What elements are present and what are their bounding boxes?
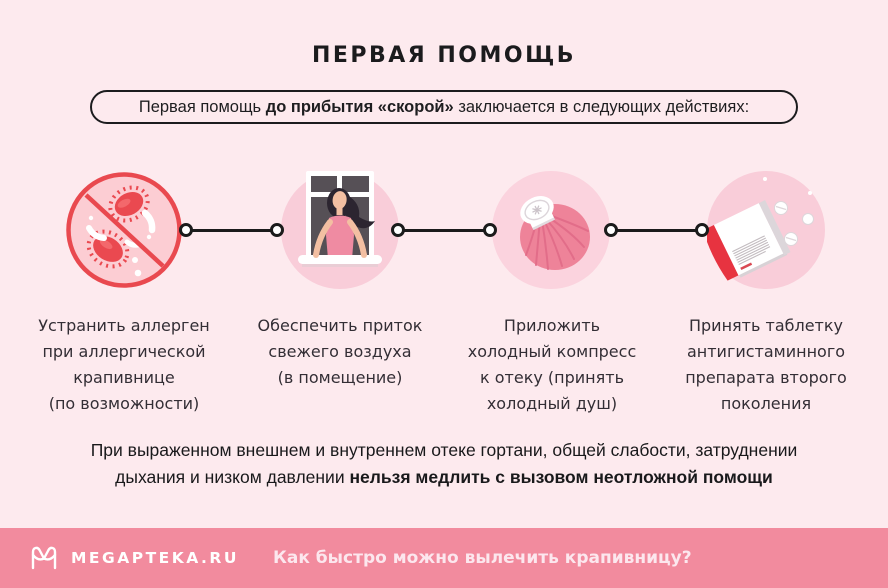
intro-text-after: заключается в следующих действиях: [453,97,750,116]
connector-dot [483,223,497,237]
caption-line: при аллергической [42,342,206,361]
intro-text-bold: до прибытия «скорой» [265,97,454,116]
connector-dot [604,223,618,237]
antihistamine-pills-icon [707,171,825,289]
caption-line: свежего воздуха [268,342,412,361]
page-title: ПЕРВАЯ ПОМОЩЬ [311,43,577,68]
connector-dot [179,223,193,237]
connector-dot [695,223,709,237]
caption-line: к отеку (принять [479,368,624,387]
step-caption-2: Обеспечить приток свежего воздуха (в пом… [226,313,454,391]
warning-line-2: дыхания и низком давлении [115,467,350,487]
footer-question: Как быстро можно вылечить крапивницу? [272,548,692,568]
step-caption-1: Устранить аллерген при аллергической кра… [10,313,238,417]
caption-line: Обеспечить приток [257,316,423,335]
warning-line-1: При выраженном внешнем и внутреннем отек… [90,440,798,460]
caption-line: поколения [720,394,812,413]
caption-line: (в помещение) [277,368,403,387]
caption-line: антигистаминного [686,342,846,361]
caption-line: (по возможности) [48,394,200,413]
step-caption-3: Приложить холодный компресс к отеку (при… [438,313,666,417]
caption-line: Приложить [503,316,601,335]
footer-bar: MEGAPTEKA.RU Как быстро можно вылечить к… [0,528,888,588]
brand-name: MEGAPTEKA.RU [71,549,239,567]
open-window-icon [281,171,399,289]
warning-line-2-bold: нельзя медлить с вызовом неотложной помо… [349,467,773,487]
intro-text-before: Первая помощь [138,97,266,116]
intro-pill: Первая помощь до прибытия «скорой» заклю… [90,90,798,124]
connector-line-2 [398,229,490,232]
caption-line: Устранить аллерген [38,316,210,335]
megapteka-logo-icon [31,546,57,570]
connector-dot [270,223,284,237]
connector-line-3 [611,229,702,232]
caption-line: крапивнице [73,368,175,387]
warning-text: При выраженном внешнем и внутреннем отек… [44,437,844,491]
caption-line: холодный душ) [486,394,618,413]
caption-line: холодный компресс [467,342,637,361]
caption-line: препарата второго [685,368,847,387]
step-caption-4: Принять таблетку антигистаминного препар… [652,313,880,417]
connector-line-1 [186,229,277,232]
connector-dot [391,223,405,237]
caption-line: Принять таблетку [688,316,844,335]
no-allergen-icon [66,172,182,288]
cold-compress-icon [492,171,610,289]
